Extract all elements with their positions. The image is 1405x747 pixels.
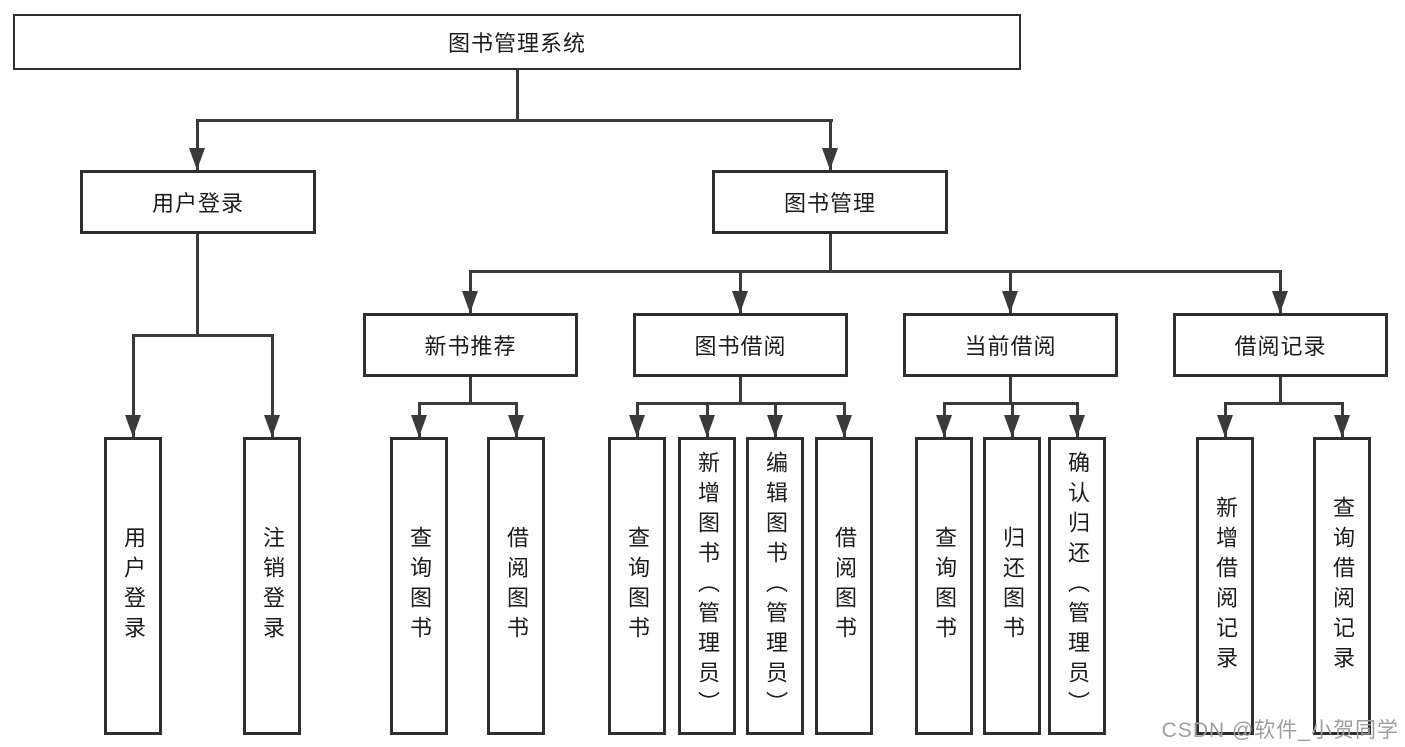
- leaf-confirm-return-admin: 确认归还（管理员）: [1048, 437, 1106, 735]
- arrow-down-icon: [836, 415, 852, 437]
- leaf-query-books-2-label: 查询图书: [625, 526, 650, 646]
- leaf-user-login: 用户登录: [104, 437, 162, 735]
- arrow-down-icon: [125, 415, 141, 437]
- arrow-down-icon: [411, 415, 427, 437]
- arrow-down-icon: [1272, 291, 1288, 313]
- leaf-borrow-books-2: 借阅图书: [815, 437, 873, 735]
- connector-line: [636, 402, 846, 405]
- connector-line: [469, 376, 472, 405]
- leaf-confirm-return-admin-label: 确认归还（管理员）: [1065, 451, 1090, 721]
- leaf-add-book-admin: 新增图书（管理员）: [678, 437, 736, 735]
- arrow-down-icon: [1069, 415, 1085, 437]
- arrow-down-icon: [936, 415, 952, 437]
- leaf-query-books: 查询图书: [390, 437, 448, 735]
- node-current-borrow: 当前借阅: [903, 313, 1118, 377]
- leaf-borrow-books-label: 借阅图书: [504, 526, 529, 646]
- connector-line: [739, 376, 742, 405]
- leaf-add-book-admin-label: 新增图书（管理员）: [695, 451, 720, 721]
- leaf-query-books-2: 查询图书: [608, 437, 666, 735]
- leaf-return-book: 归还图书: [983, 437, 1041, 735]
- leaf-borrow-books: 借阅图书: [487, 437, 545, 735]
- csdn-watermark: CSDN @软件_小贺同学: [1161, 719, 1399, 742]
- connector-line: [1224, 402, 1344, 405]
- node-current-borrow-label: 当前借阅: [964, 334, 1057, 359]
- arrow-down-icon: [767, 415, 783, 437]
- arrow-down-icon: [629, 415, 645, 437]
- arrow-down-icon: [1004, 415, 1020, 437]
- leaf-add-borrow-record-label: 新增借阅记录: [1213, 496, 1238, 676]
- connector-line: [829, 119, 832, 170]
- node-borrow-record: 借阅记录: [1173, 313, 1388, 377]
- connector-line: [196, 119, 199, 170]
- leaf-logout-label: 注销登录: [260, 526, 285, 646]
- arrow-down-icon: [1002, 291, 1018, 313]
- node-user-login-label: 用户登录: [151, 191, 244, 216]
- node-book-management: 图书管理: [712, 170, 948, 234]
- node-borrow-record-label: 借阅记录: [1234, 334, 1327, 359]
- connector-line: [271, 334, 274, 437]
- arrow-down-icon: [699, 415, 715, 437]
- connector-line: [418, 402, 518, 405]
- leaf-edit-book-admin: 编辑图书（管理员）: [746, 437, 804, 735]
- connector-line: [469, 270, 1282, 273]
- connector-line: [132, 334, 273, 337]
- leaf-user-login-label: 用户登录: [121, 526, 146, 646]
- arrow-down-icon: [508, 415, 524, 437]
- connector-line: [132, 334, 135, 437]
- arrow-down-icon: [822, 148, 838, 170]
- leaf-return-book-label: 归还图书: [1000, 526, 1025, 646]
- leaf-query-books-3-label: 查询图书: [932, 526, 957, 646]
- leaf-query-books-3: 查询图书: [915, 437, 973, 735]
- connector-line: [1279, 376, 1282, 405]
- node-new-book-recommend-label: 新书推荐: [424, 334, 517, 359]
- arrow-down-icon: [1334, 415, 1350, 437]
- node-root-label: 图书管理系统: [447, 31, 586, 56]
- connector-line: [829, 233, 832, 273]
- connector-line: [516, 69, 519, 122]
- arrow-down-icon: [264, 415, 280, 437]
- connector-line: [196, 233, 199, 337]
- leaf-query-borrow-record: 查询借阅记录: [1313, 437, 1371, 735]
- node-book-management-label: 图书管理: [783, 191, 876, 216]
- arrow-down-icon: [1217, 415, 1233, 437]
- arrow-down-icon: [189, 148, 205, 170]
- arrow-down-icon: [732, 291, 748, 313]
- leaf-logout: 注销登录: [243, 437, 301, 735]
- leaf-edit-book-admin-label: 编辑图书（管理员）: [763, 451, 788, 721]
- leaf-query-books-label: 查询图书: [407, 526, 432, 646]
- node-root: 图书管理系统: [13, 14, 1021, 70]
- node-book-borrow-label: 图书借阅: [694, 334, 787, 359]
- connector-line: [1009, 376, 1012, 405]
- leaf-query-borrow-record-label: 查询借阅记录: [1330, 496, 1355, 676]
- node-new-book-recommend: 新书推荐: [363, 313, 578, 377]
- arrow-down-icon: [462, 291, 478, 313]
- leaf-add-borrow-record: 新增借阅记录: [1196, 437, 1254, 735]
- node-book-borrow: 图书借阅: [633, 313, 848, 377]
- connector-line: [196, 119, 833, 122]
- node-user-login: 用户登录: [80, 170, 316, 234]
- leaf-borrow-books-2-label: 借阅图书: [832, 526, 857, 646]
